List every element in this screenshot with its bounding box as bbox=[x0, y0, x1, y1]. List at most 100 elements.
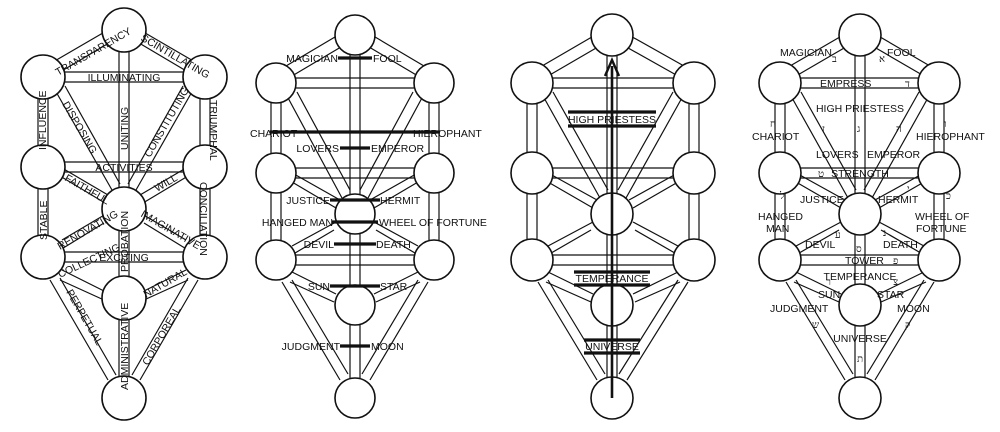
sephirah-node bbox=[334, 284, 376, 326]
sephirah-node bbox=[672, 238, 716, 282]
tree-3-bars bbox=[568, 110, 656, 355]
hebrew-letter-lamed: ל bbox=[779, 190, 785, 202]
sephirah-node bbox=[838, 283, 882, 327]
card-label-temperance: TEMPERANCE bbox=[824, 271, 897, 283]
card-label-hanged-man: HANGED MAN bbox=[262, 217, 333, 229]
sephirah-node bbox=[672, 151, 716, 195]
hebrew-letter-gimel: ג bbox=[857, 124, 860, 135]
sephirah-node bbox=[917, 238, 961, 282]
card-label-emperor: EMPEROR bbox=[371, 143, 425, 155]
tree-diagram-1: TRANSPARENCY SCINTILLATING ILLUMINATING … bbox=[20, 7, 228, 421]
card-label-empress: EMPRESS bbox=[820, 78, 871, 90]
card-label-judgment: JUDGMENT bbox=[282, 341, 341, 353]
tree-2-sephiroth bbox=[255, 14, 455, 419]
hebrew-letter-ayin: ע bbox=[835, 230, 841, 241]
card-label-fortune: FORTUNE bbox=[916, 223, 967, 235]
sephirah-node bbox=[334, 377, 376, 419]
card-label-wheel-of: WHEEL OF bbox=[915, 211, 969, 223]
hebrew-letter-tau: ת bbox=[857, 354, 863, 365]
sephirah-node bbox=[334, 193, 376, 235]
card-label-high-priestess: HIGH PRIESTESS bbox=[816, 103, 904, 115]
sephirah-node bbox=[20, 144, 66, 190]
tree-1-sephiroth bbox=[20, 7, 228, 421]
sephirah-node bbox=[510, 151, 554, 195]
path-label-exciting: EXCITING bbox=[99, 252, 149, 264]
card-label-death: DEATH bbox=[883, 239, 918, 251]
sephirah-node bbox=[101, 375, 147, 421]
card-label-strength: STRENGTH bbox=[831, 168, 889, 180]
path-label-conciliation: CONCILIATION bbox=[197, 182, 209, 256]
hebrew-letter-zain: ז bbox=[822, 124, 825, 135]
sephirah-node bbox=[182, 54, 228, 100]
card-label-lovers: LOVERS bbox=[296, 143, 339, 155]
hebrew-letter-vav: ו bbox=[944, 119, 947, 130]
path-label-corporeal: CORPOREAL bbox=[140, 304, 183, 367]
sephirah-node bbox=[758, 61, 802, 105]
card-label-death: DEATH bbox=[376, 239, 411, 251]
tree-diagram-4: MAGICIAN FOOL EMPRESS HIGH PRIESTESS CHA… bbox=[752, 13, 985, 420]
card-label-hermit: HERMIT bbox=[380, 195, 421, 207]
sephirah-node bbox=[20, 54, 66, 100]
card-label-tower: TOWER bbox=[845, 255, 884, 267]
tree-3-labels: HIGH PRIESTESS TEMPERANCE UNIVERSE bbox=[568, 114, 656, 353]
card-label-chariot: CHARIOT bbox=[752, 131, 800, 143]
card-label-hermit: HERMIT bbox=[878, 194, 919, 206]
hebrew-letter-yod: י bbox=[907, 184, 910, 195]
tree-2-paths bbox=[270, 33, 440, 398]
tree-2-labels: MAGICIAN FOOL CHARIOT HIEROPHANT LOVERS … bbox=[250, 53, 487, 353]
sephirah-node bbox=[838, 192, 882, 236]
card-label-universe: UNIVERSE bbox=[585, 341, 639, 353]
hebrew-letter-samekh: ס bbox=[856, 244, 862, 255]
card-label-lovers: LOVERS bbox=[816, 149, 859, 161]
card-label-justice: JUSTICE bbox=[286, 195, 330, 207]
sephirah-node bbox=[672, 61, 716, 105]
card-label-sun: SUN bbox=[818, 289, 840, 301]
path-label-administrative: ADMINISTRATIVE bbox=[119, 303, 131, 390]
sephirah-node bbox=[101, 275, 147, 321]
sephirah-node bbox=[101, 186, 147, 232]
hebrew-letter-aleph: א bbox=[879, 54, 885, 65]
sephirah-node bbox=[413, 62, 455, 104]
card-label-devil: DEVIL bbox=[304, 239, 335, 251]
card-label-universe: UNIVERSE bbox=[833, 333, 887, 345]
sephirah-node bbox=[255, 62, 297, 104]
sephirah-node bbox=[838, 376, 882, 420]
sephirah-node bbox=[510, 238, 554, 282]
hebrew-letter-daleth: ד bbox=[905, 79, 910, 90]
card-label-magician: MAGICIAN bbox=[780, 47, 832, 59]
path-label-disposing: DISPOSING bbox=[59, 100, 99, 157]
tree-diagram-3: HIGH PRIESTESS TEMPERANCE UNIVERSE bbox=[510, 13, 716, 420]
tree-2-bars bbox=[270, 56, 440, 348]
path-label-probation: PROBATION bbox=[119, 211, 131, 272]
card-label-hierophant: HIEROPHANT bbox=[916, 131, 985, 143]
card-label-fool: FOOL bbox=[887, 47, 916, 59]
hebrew-letter-kaph: כ bbox=[946, 191, 951, 202]
card-label-devil: DEVIL bbox=[805, 239, 836, 251]
sephirah-node bbox=[510, 61, 554, 105]
path-label-illuminating: ILLUMINATING bbox=[88, 72, 161, 84]
sephirah-node bbox=[838, 13, 882, 57]
card-label-moon: MOON bbox=[371, 341, 404, 353]
hebrew-letter-teth: ט bbox=[818, 169, 824, 180]
card-label-fool: FOOL bbox=[373, 53, 402, 65]
card-label-moon: MOON bbox=[897, 303, 930, 315]
sephirah-node bbox=[101, 7, 147, 53]
path-label-uniting: UNITING bbox=[119, 107, 131, 150]
tree-4-sephiroth bbox=[758, 13, 961, 420]
hebrew-letter-resh: ר bbox=[826, 277, 831, 288]
sephirah-node bbox=[182, 234, 228, 280]
sephirah-node bbox=[758, 151, 802, 195]
sephirah-node bbox=[590, 13, 634, 57]
hebrew-letter-nun: נ bbox=[883, 228, 886, 239]
hebrew-letter-cheth: ח bbox=[770, 119, 776, 130]
card-label-sun: SUN bbox=[308, 281, 330, 293]
card-label-wheel-of-fortune: WHEEL OF FORTUNE bbox=[379, 217, 487, 229]
path-label-constituting: CONSTITUTING bbox=[142, 85, 192, 159]
hebrew-letter-tzaddi: צ bbox=[893, 277, 898, 288]
path-label-will: WILL bbox=[153, 172, 180, 195]
card-label-chariot: CHARIOT bbox=[250, 128, 298, 140]
hebrew-letter-qoph: ק bbox=[905, 320, 910, 331]
card-label-star: STAR bbox=[380, 281, 408, 293]
sephirah-node bbox=[413, 152, 455, 194]
